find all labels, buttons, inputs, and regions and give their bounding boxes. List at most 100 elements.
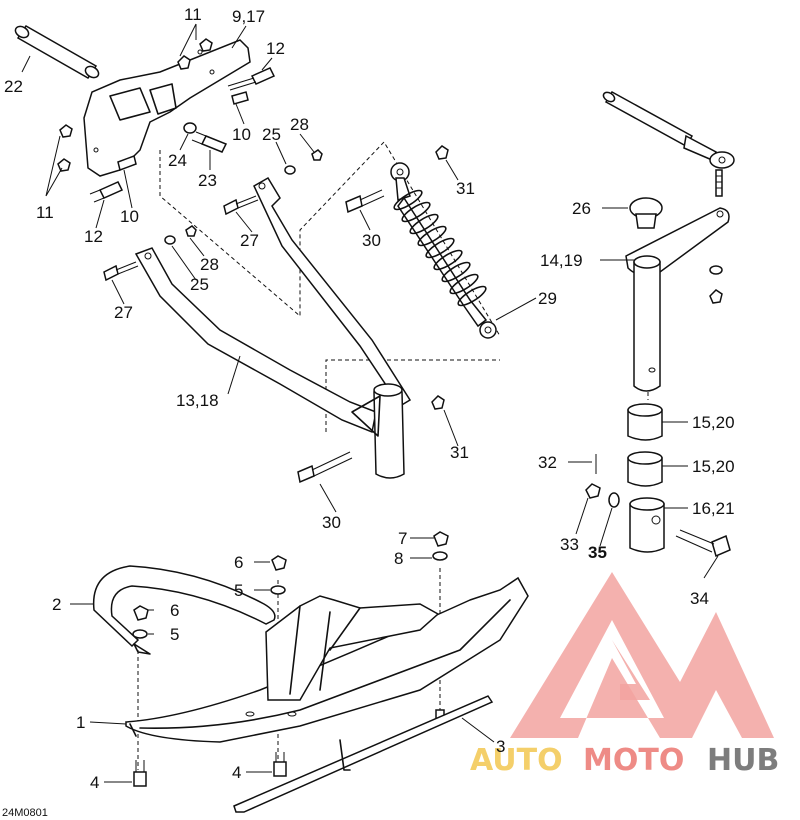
bolt-30-upper xyxy=(345,194,363,214)
part-16-21-collar xyxy=(629,497,665,553)
callout-6-left: 6 xyxy=(170,601,179,620)
reference-code: 24M0801 xyxy=(2,807,48,819)
bolt-30-lower xyxy=(297,464,315,484)
automotohub-logo: AUTO MOTO HUB xyxy=(470,572,779,778)
callout-24: 24 xyxy=(168,151,187,170)
callout-25-upper: 25 xyxy=(262,125,281,144)
nut-33 xyxy=(585,483,601,499)
washer-25-lower xyxy=(164,235,176,245)
callout-26: 26 xyxy=(572,199,591,218)
logo-text-auto: AUTO xyxy=(470,743,563,778)
bolt-10-upper xyxy=(231,91,249,105)
bracket-fasteners xyxy=(57,38,276,203)
callout-15-20-lower: 15,20 xyxy=(692,457,735,476)
nut-11-top-b xyxy=(199,38,213,52)
callout-7: 7 xyxy=(398,529,407,548)
bolt-12-top xyxy=(250,67,276,85)
logo-text-hub: HUB xyxy=(707,743,779,778)
callout-12-lower: 12 xyxy=(84,227,103,246)
bolt-23 xyxy=(200,135,228,153)
bolt-27-lower xyxy=(103,264,119,282)
bolt-4-right xyxy=(273,761,287,777)
callout-9-17: 9,17 xyxy=(232,7,265,26)
callout-16-21: 16,21 xyxy=(692,499,735,518)
part-15-20-bushing-upper xyxy=(627,403,663,441)
part-14-19-spindle xyxy=(633,255,661,392)
callout-28-lower: 28 xyxy=(200,255,219,274)
nut-11-left-a xyxy=(59,124,73,138)
callout-32: 32 xyxy=(538,453,557,472)
part-26-knob xyxy=(629,197,663,229)
washer-24 xyxy=(183,122,197,134)
callout-27-upper: 27 xyxy=(240,231,259,250)
part-15-20-bushing-lower xyxy=(627,451,663,487)
bolt-10-lower xyxy=(117,155,137,171)
leader-lines xyxy=(21,23,719,783)
part-3-runner xyxy=(233,695,494,813)
nut-steering xyxy=(709,289,723,304)
bolt-27-upper xyxy=(223,198,239,216)
washer-35 xyxy=(608,492,620,508)
callout-14-19: 14,19 xyxy=(540,251,583,270)
logo-text-moto: MOTO xyxy=(583,743,684,778)
nut-6-right xyxy=(271,555,287,571)
nut-11-left-b xyxy=(57,158,71,172)
callout-22: 22 xyxy=(4,77,23,96)
ski-fasteners xyxy=(132,531,449,787)
logo-triangle-inner xyxy=(612,640,650,700)
washer-steering xyxy=(709,265,723,275)
callout-31-upper: 31 xyxy=(456,179,475,198)
callout-31-lower: 31 xyxy=(450,443,469,462)
nut-28-lower xyxy=(185,225,197,237)
callout-12-top: 12 xyxy=(266,39,285,58)
callout-3: 3 xyxy=(496,737,505,756)
callout-35: 35 xyxy=(588,543,607,562)
logo-triangle-mark xyxy=(510,572,774,738)
part-22-tube xyxy=(14,25,100,79)
part-13-18-trailing-arm xyxy=(134,247,405,479)
collar-fasteners xyxy=(585,454,731,558)
callout-11-left: 11 xyxy=(36,203,54,222)
callout-labels: 22 11 9,17 12 10 24 2 3 11 10 12 25 28 31… xyxy=(4,5,735,792)
callout-15-20-upper: 15,20 xyxy=(692,413,735,432)
nut-11-top-a xyxy=(177,55,191,70)
callout-30-upper: 30 xyxy=(362,231,381,250)
callout-34: 34 xyxy=(690,589,709,608)
callout-10-lower: 10 xyxy=(120,207,139,226)
callout-30-lower: 30 xyxy=(322,513,341,532)
part-9-17-mounting-bracket xyxy=(83,39,251,177)
washer-5-left xyxy=(132,629,148,639)
nut-6-left xyxy=(133,605,149,621)
callout-1: 1 xyxy=(76,713,85,732)
ski-bracket xyxy=(265,595,440,701)
arm-fasteners xyxy=(103,149,323,282)
callout-29: 29 xyxy=(538,289,557,308)
shock-fasteners xyxy=(297,145,449,484)
part-29-shock-absorber xyxy=(390,162,497,339)
assembly-line-upper xyxy=(159,141,501,337)
callout-8: 8 xyxy=(394,549,403,568)
callout-6-right: 6 xyxy=(234,553,243,572)
washer-5-right xyxy=(270,585,286,595)
bolt-4-left xyxy=(133,771,147,787)
callout-5-right: 5 xyxy=(234,581,243,600)
bolt-34 xyxy=(711,534,731,558)
callout-25-lower: 25 xyxy=(190,275,209,294)
bolt-12-lower xyxy=(98,181,124,199)
callout-13-18: 13,18 xyxy=(176,391,219,410)
callout-2: 2 xyxy=(52,595,61,614)
part-2-ski-strap xyxy=(92,565,276,655)
washer-25-upper xyxy=(284,165,296,175)
washer-8 xyxy=(432,551,448,561)
callout-28-upper: 28 xyxy=(290,115,309,134)
callout-5-left: 5 xyxy=(170,625,179,644)
nut-7 xyxy=(433,531,449,547)
callout-10-top: 10 xyxy=(232,125,251,144)
nut-28-upper xyxy=(311,149,323,161)
callout-11-top: 11 xyxy=(184,5,202,24)
nut-31-lower xyxy=(431,395,445,410)
callout-27-lower: 27 xyxy=(114,303,133,322)
callout-33: 33 xyxy=(560,535,579,554)
nut-31-upper xyxy=(435,145,449,160)
